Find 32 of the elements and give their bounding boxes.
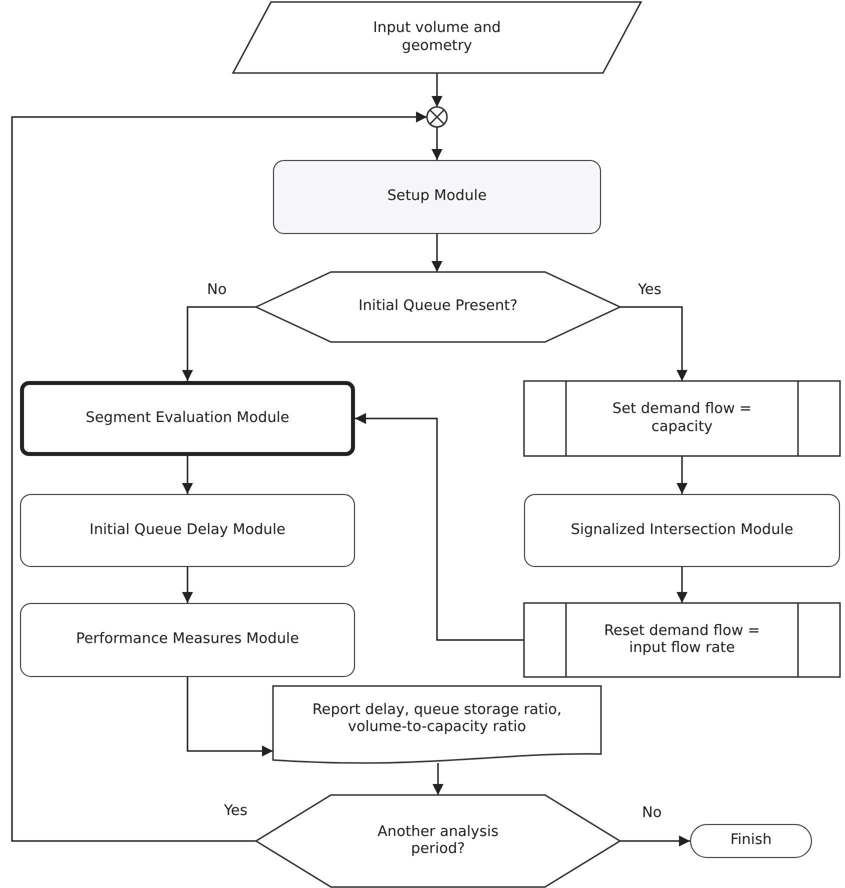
arrow — [182, 306, 256, 381]
node-label: Setup Module — [387, 188, 487, 206]
node-label: Finish — [730, 832, 772, 850]
arrow — [620, 836, 690, 846]
process-box — [20, 494, 355, 567]
process-box — [524, 494, 840, 567]
node-label: Another analysis period? — [376, 824, 500, 858]
node-label: Segment Evaluation Module — [86, 410, 290, 428]
node-label: Performance Measures Module — [76, 631, 299, 649]
node-label: Signalized Intersection Module — [570, 522, 794, 540]
arrow — [11, 112, 427, 842]
arrow — [432, 234, 442, 272]
node-label: Initial Queue Present? — [358, 298, 518, 316]
terminator — [690, 824, 812, 858]
arrow — [676, 456, 688, 494]
arrow — [432, 73, 442, 107]
arrow — [182, 567, 193, 603]
node-label: Reset demand flow = input flow rate — [603, 622, 761, 658]
arrow — [432, 127, 442, 160]
node-label: Report delay, queue storage ratio, volume-to-capacity ratio — [311, 702, 563, 736]
process-box — [273, 160, 601, 234]
node-label: Set demand flow = capacity — [611, 401, 753, 436]
arrow — [355, 413, 524, 641]
node-label: Initial Queue Delay Module — [90, 522, 286, 540]
node-label: Input volume and geometry — [372, 20, 502, 55]
arrow — [182, 456, 193, 494]
arrow — [676, 567, 688, 603]
arrow — [620, 306, 688, 381]
arrow — [432, 763, 444, 795]
arrow — [186, 677, 273, 756]
process-box — [20, 381, 355, 456]
process-box — [20, 603, 355, 677]
